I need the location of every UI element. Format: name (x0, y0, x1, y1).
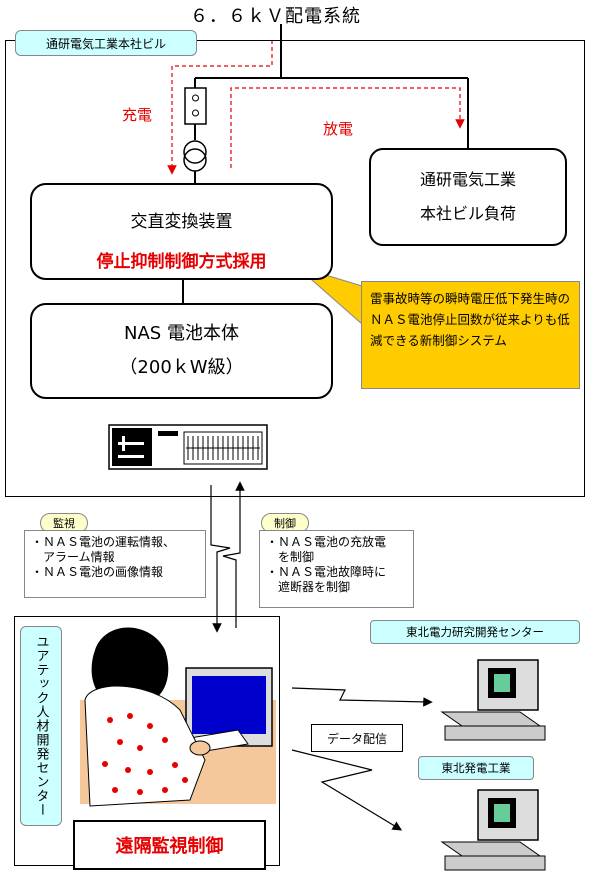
transformer-icon (183, 140, 207, 164)
monitoring-item: ・ＮＡＳ電池の運転情報、 (31, 535, 176, 549)
control-arrow (222, 481, 245, 628)
system-title: ６．６ｋＶ配電系統 (190, 6, 361, 27)
computer-icon (440, 789, 546, 871)
building-label: 通研電気工業本社ビル (15, 30, 197, 56)
nas-battery-box: NAS 電池本体 （200ｋW級） (30, 303, 333, 399)
operator-illustration (80, 627, 276, 807)
monitoring-list: ・ＮＡＳ電池の運転情報、 アラーム情報 ・ＮＡＳ電池の画像情報 (24, 530, 206, 598)
breaker-contact-icon (192, 94, 199, 102)
computer-icon (440, 659, 546, 741)
building-frame (5, 40, 585, 497)
converter-box: 交直変換装置 停止抑制制御方式採用 (30, 183, 333, 280)
converter-title: 交直変換装置 (130, 212, 233, 232)
control-item: ・ＮＡＳ電池故障時に (266, 565, 387, 579)
building-load-box: 通研電気工業 本社ビル負荷 (369, 148, 567, 246)
data-link-arrow (291, 749, 403, 831)
data-link-arrow (291, 687, 433, 707)
discharge-label: 放電 (323, 120, 354, 138)
data-distribution-label: データ配信 (311, 724, 403, 752)
load-line2: 本社ビル負荷 (419, 204, 516, 223)
control-item: 遮断器を制御 (266, 580, 351, 594)
remote-control-label: 遠隔監視制御 (73, 820, 266, 870)
nas-battery-rack-icon (108, 424, 268, 470)
monitoring-item: ・ＮＡＳ電池の画像情報 (31, 565, 164, 579)
training-center-label: ユアテック人材開発センター (20, 626, 62, 826)
monitoring-item: アラーム情報 (31, 550, 115, 564)
battery-line1: NAS 電池本体 (124, 323, 239, 344)
control-item: ・ＮＡＳ電池の充放電 (266, 535, 387, 549)
monitoring-arrow (210, 485, 231, 633)
recipient-research-center: 東北電力研究開発センター (370, 620, 580, 644)
monitoring-badge: 監視 (40, 513, 88, 533)
battery-line2: （200ｋW級） (119, 357, 244, 378)
callout-note: 雷事故時等の瞬時電圧低下発生時のＮＡＳ電池停止回数が従来よりも低減できる新制御シ… (361, 281, 580, 389)
control-item: を制御 (266, 550, 315, 564)
converter-subtitle: 停止抑制制御方式採用 (96, 252, 267, 272)
control-list: ・ＮＡＳ電池の充放電 を制御 ・ＮＡＳ電池故障時に 遮断器を制御 (259, 530, 414, 608)
charge-arrow (167, 40, 273, 175)
breaker-contact-icon (192, 109, 199, 117)
load-line1: 通研電気工業 (419, 170, 516, 189)
charge-label: 充電 (122, 106, 153, 124)
recipient-tohoku-power-gen: 東北発電工業 (418, 756, 534, 780)
